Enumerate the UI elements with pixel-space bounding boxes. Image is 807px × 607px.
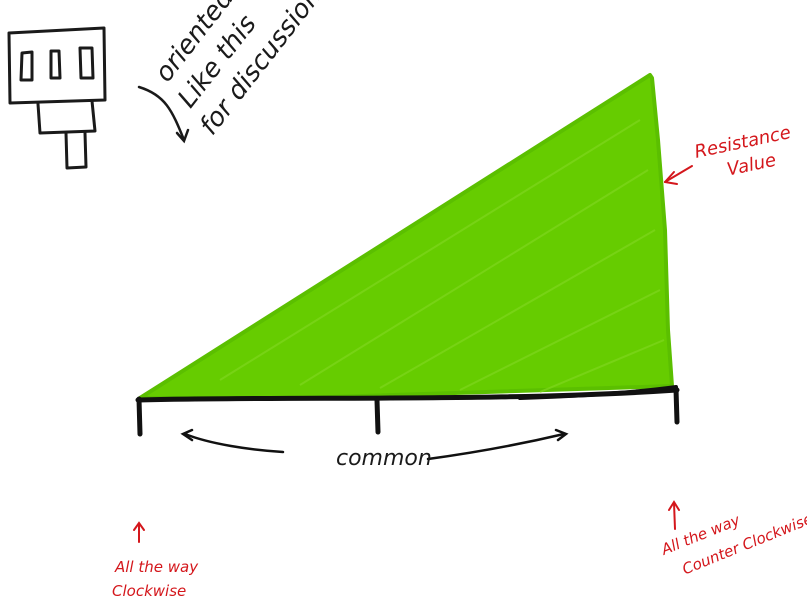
orientation-arrow (137, 85, 190, 144)
common-label: common (336, 446, 432, 471)
resistance-arrow (664, 165, 693, 185)
orientation-note: oriented Like this for discussion (149, 0, 328, 141)
potentiometer-icon (7, 26, 107, 170)
common-arrows (180, 428, 569, 461)
clockwise-line-2: Clockwise (112, 582, 186, 600)
clockwise-line-1: All the way (114, 558, 199, 576)
resistance-wedge (138, 73, 674, 400)
counter-clockwise-arrow (668, 500, 680, 530)
clockwise-label: All the way Clockwise (112, 558, 199, 600)
clockwise-arrow (133, 521, 145, 543)
track-baseline (135, 385, 680, 437)
resistance-label: Resistance Value (693, 122, 793, 181)
wedge-scribble (219, 119, 665, 393)
counter-clockwise-label: All the way Counter Clockwise (658, 510, 807, 579)
